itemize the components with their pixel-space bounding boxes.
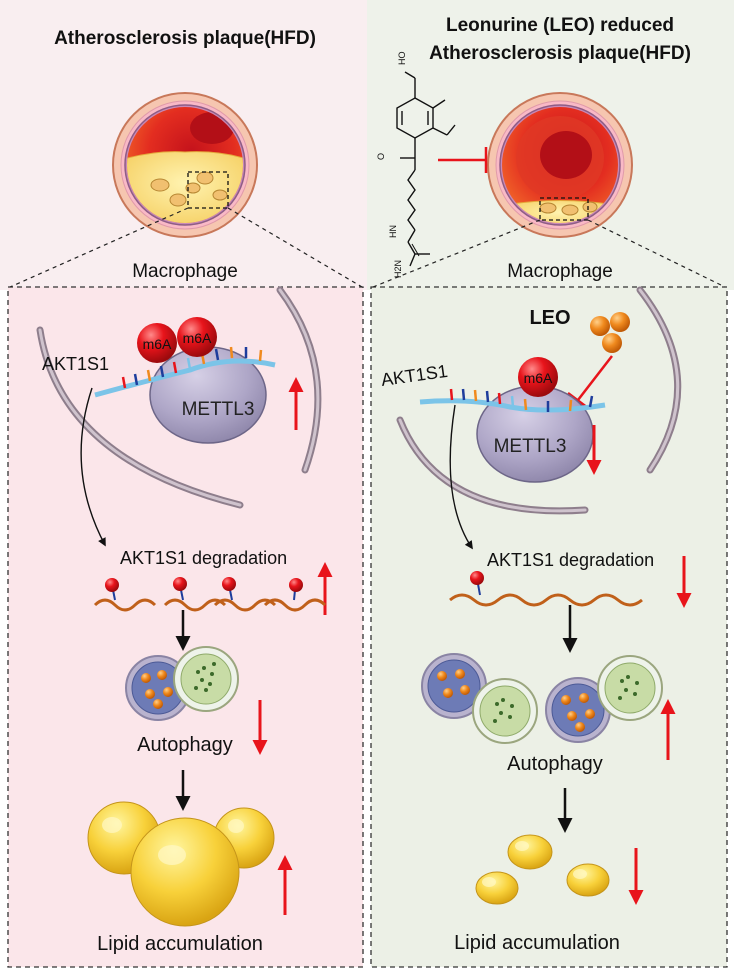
right-degradation-pathway-arrow: [449, 404, 473, 550]
right-degradation-label: AKT1S1 degradation: [487, 550, 654, 570]
right-autophagosome-pair-1: [421, 653, 538, 744]
right-zoom-line-b: [587, 219, 726, 288]
left-degradation-label: AKT1S1 degradation: [120, 548, 287, 568]
leo-mettl3-inhibition: [577, 355, 613, 401]
left-lipid-label: Lipid accumulation: [97, 933, 263, 955]
leonurine-structure: [396, 71, 456, 267]
chem-nh2-label: H2N: [393, 260, 403, 278]
leo-label: LEO: [529, 307, 570, 329]
right-zoom-line-a: [372, 219, 541, 288]
left-artery-cross-section: [112, 92, 258, 238]
left-zoom-box: [187, 171, 229, 209]
right-mrna-strand: [419, 398, 606, 413]
left-title: Atherosclerosis plaque(HFD): [54, 28, 316, 49]
right-mettl3-protein: [476, 385, 594, 483]
left-autophagosome-pair: [125, 646, 239, 721]
left-degraded-mrna: [93, 577, 327, 612]
chem-o-label: O: [376, 153, 386, 160]
left-mrna-strand: [94, 358, 276, 398]
right-m6a-ball: [518, 357, 558, 397]
left-lipid-droplets: [87, 801, 275, 927]
chem-nh-label: HN: [388, 225, 398, 238]
left-zoom-line-b: [227, 207, 363, 288]
right-macrophage-label: Macrophage: [507, 261, 613, 282]
right-title-line1: Leonurine (LEO) reduced: [446, 15, 674, 36]
left-mrna-bases: [121, 346, 263, 389]
right-lipid-droplets: [475, 834, 610, 905]
left-m6a-label-1: m6A: [143, 336, 172, 352]
right-degraded-mrna: [449, 571, 643, 607]
leo-molecules: [590, 312, 630, 353]
right-zoom-box: [539, 197, 589, 221]
right-autophagy-label: Autophagy: [507, 753, 603, 775]
left-akt1s1-label: AKT1S1: [42, 354, 109, 374]
left-macrophage-label: Macrophage: [132, 261, 238, 282]
left-autophagy-label: Autophagy: [137, 734, 233, 756]
left-zoom-line-a: [9, 207, 189, 288]
left-degradation-pathway-arrow: [80, 387, 106, 547]
right-artery-cross-section: [487, 92, 633, 238]
left-m6a-label-2: m6A: [183, 330, 212, 346]
left-mettl3-label: METTL3: [182, 399, 255, 420]
right-mettl3-label: METTL3: [494, 436, 567, 457]
left-m6a-ball-1: [137, 323, 177, 363]
left-m6a-ball-2: [177, 317, 217, 357]
right-mrna-bases: [449, 388, 594, 412]
right-autophagosome-pair-2: [545, 655, 663, 743]
right-m6a-label: m6A: [524, 370, 553, 386]
right-title-line2: Atherosclerosis plaque(HFD): [429, 43, 691, 64]
right-lipid-label: Lipid accumulation: [454, 932, 620, 954]
chem-oh-label: HO: [397, 52, 407, 66]
